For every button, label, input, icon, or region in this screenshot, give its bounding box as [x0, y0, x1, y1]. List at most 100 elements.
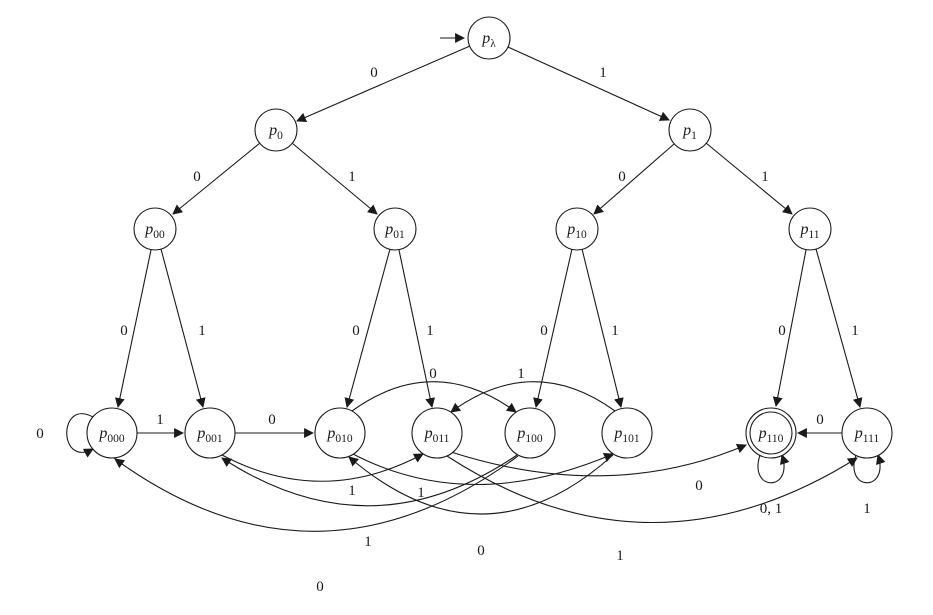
state-circle: [467, 16, 511, 60]
state-circle: [184, 407, 236, 459]
state-circle: [254, 108, 298, 152]
state-p000: p000: [86, 407, 138, 459]
transition-arrow: [450, 443, 747, 477]
edge-p001-p010: 0: [235, 412, 314, 438]
edge-p00-p001: 1: [160, 248, 206, 408]
state-circle: [841, 407, 893, 459]
state-p010: p010: [314, 407, 366, 459]
transition-label: 0: [618, 169, 626, 185]
edge-p011-p111: 1: [446, 455, 858, 564]
transition-arrow: [172, 142, 261, 215]
state-label: p101: [613, 425, 640, 445]
edge-p10-p100: 0: [533, 248, 573, 408]
state-label: p1: [682, 122, 697, 142]
edge-p000-p001: 1: [137, 412, 184, 438]
transition-label: 0: [36, 426, 44, 442]
state-label: p01: [384, 221, 405, 241]
state-circle: [504, 407, 556, 459]
transition-arrow: [772, 249, 807, 407]
transition-arrow: [351, 381, 517, 413]
transition-arrow: [450, 381, 616, 413]
edge-p0-p00: 0: [172, 142, 261, 215]
edge-plambda-p1: 1: [507, 46, 670, 121]
state-p111: p111: [841, 407, 893, 459]
transition-arrow: [66, 413, 94, 458]
state-label: p10: [566, 221, 587, 241]
edge-p10-p101: 1: [581, 248, 624, 408]
edge-p001-p011: 1: [221, 453, 424, 499]
state-p100: p100: [504, 407, 556, 459]
transition-arrow: [221, 454, 518, 507]
state-label: p111: [854, 425, 880, 445]
state-label: p000: [98, 425, 125, 445]
state-circle: [411, 407, 463, 459]
transition-arrow: [348, 454, 614, 515]
edge-p111-self: 1: [853, 454, 886, 517]
transition-label: 1: [611, 323, 619, 339]
state-label: p00: [144, 221, 165, 241]
transition-label: 1: [426, 323, 434, 339]
transition-label: 1: [517, 366, 525, 382]
transition-label: 0: [816, 412, 824, 428]
state-p00: p00: [133, 207, 177, 251]
state-circle: [133, 207, 177, 251]
transition-arrow: [352, 452, 614, 485]
transition-arrow: [581, 248, 624, 408]
transition-label: 1: [599, 65, 607, 81]
edge-plambda-p0: 0: [296, 45, 471, 122]
state-circle: [314, 407, 366, 459]
transition-label: 0: [316, 579, 324, 595]
state-label: p010: [326, 425, 353, 445]
edge-p01-p011: 1: [398, 249, 436, 408]
edge-p0-p01: 1: [291, 142, 378, 215]
transition-label: 0: [120, 323, 128, 339]
edge-p111-p110: 0: [797, 412, 842, 438]
edge-p010-p100: 0: [351, 366, 517, 413]
edge-p01-p010: 0: [344, 248, 391, 408]
state-circle: [555, 207, 599, 251]
state-p0: p0: [254, 108, 298, 152]
state-p01: p01: [373, 207, 417, 251]
state-label: p100: [516, 425, 543, 445]
transition-label: 0: [477, 543, 485, 559]
transition-label: 1: [851, 323, 859, 339]
transition-label: 0: [193, 169, 201, 185]
state-circle: [668, 108, 712, 152]
transition-arrow: [533, 248, 573, 408]
edge-p00-p000: 0: [114, 249, 152, 408]
transition-label: 0: [370, 65, 378, 81]
transition-label: 0: [540, 323, 548, 339]
transition-arrow: [296, 45, 471, 122]
state-circle: [86, 407, 138, 459]
transition-label: 1: [198, 323, 206, 339]
edge-p1-p11: 1: [705, 142, 793, 215]
edge-p11-p111: 1: [815, 248, 863, 408]
transition-label: 0, 1: [760, 501, 783, 517]
transition-label: 0: [778, 323, 786, 339]
transition-label: 1: [863, 501, 871, 517]
edge-p1-p10: 0: [593, 143, 675, 215]
transition-arrow: [344, 248, 391, 408]
state-circle: [373, 207, 417, 251]
transition-label: 0: [429, 366, 437, 382]
edge-p010-p101: 1: [352, 452, 614, 501]
state-label: p110: [758, 425, 784, 445]
state-p1: p1: [668, 108, 712, 152]
state-label: p0: [268, 122, 283, 142]
transition-arrow: [446, 455, 858, 524]
edge-p100-p000: 0: [114, 455, 519, 595]
edge-p11-p110: 0: [772, 249, 807, 407]
transition-arrow: [507, 46, 670, 121]
transition-arrow: [114, 249, 152, 408]
transition-label: 0: [268, 412, 276, 428]
transition-label: 0: [695, 478, 703, 494]
transition-label: 1: [616, 548, 624, 564]
transition-label: 1: [417, 485, 425, 501]
edge-p000-self: 0: [36, 413, 94, 458]
transition-label: 1: [364, 534, 372, 550]
transition-label: 1: [761, 169, 769, 185]
transition-arrow: [757, 454, 790, 484]
transition-label: 0: [352, 323, 360, 339]
edge-p110-self: 0, 1: [757, 454, 790, 517]
